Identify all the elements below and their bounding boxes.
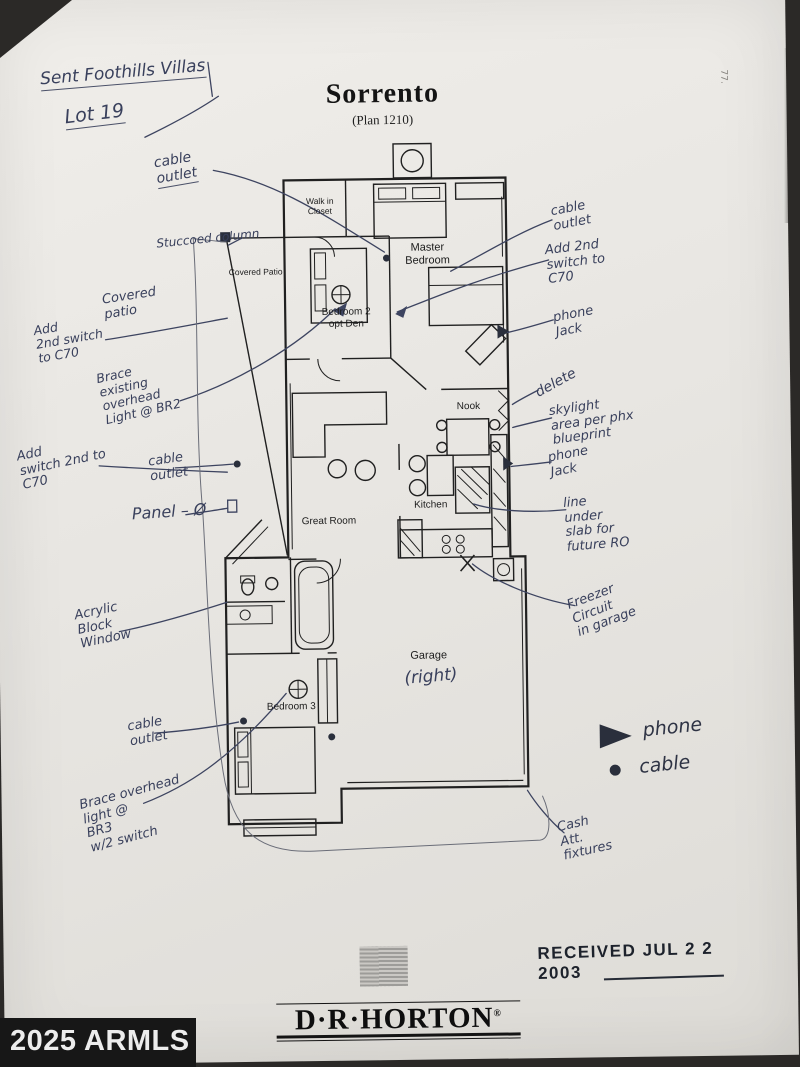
photo-edge-shadow [784,48,800,223]
interior-walls [224,142,525,837]
cable-outlet-icon [328,733,336,741]
electrical-symbols [220,232,632,776]
cable-outlet-icon [382,254,390,262]
room-label-bedroom2: Bedroom 2 opt Den [321,306,371,330]
watermark-text: 2025 ARMLS [10,1025,190,1057]
note-add-switch-master: Add 2nd switch to C70 [544,236,606,288]
note-line-under-slab: line under slab for future RO [562,494,631,555]
exterior-walls [224,176,530,826]
builder-logo: D·R·HORTON® [274,1000,522,1043]
note-cable-outlet-top: cable outlet [153,149,199,190]
logo-text: D·R·HORTON® [274,1001,522,1037]
room-label-garage: Garage [410,649,448,662]
column-marker-icon [220,232,231,243]
registered-mark: ® [493,1007,502,1020]
room-label-walk-in-closet: Walk in Closet [305,195,334,216]
plan-title: Sorrento [325,77,440,110]
cable-outlet-icon [233,460,241,468]
halftone-logo-mark [359,945,409,987]
annotation-arrowheads [333,302,408,318]
watermark-bar: 2025 ARMLS [0,1018,196,1067]
room-label-kitchen: Kitchen [413,499,448,511]
phone-jack-icon [497,324,510,339]
room-label-nook: Nook [456,400,481,413]
cable-outlet-icon [240,717,248,725]
page-artifact-text: 77. [718,69,729,84]
plan-subtitle: (Plan 1210) [352,111,414,128]
annotation-leader-lines [98,61,576,852]
room-label-great-room: Great Room [301,515,357,528]
room-label-master-bedroom: Master Bedroom [405,241,450,267]
note-cable-outlet-great-room: cable outlet [147,449,189,484]
photo-corner-shadow [0,0,72,58]
phone-jack-icon [503,456,514,471]
logo-name: D·R·HORTON [294,1001,494,1037]
cable-legend-icon [609,764,621,776]
phone-legend-icon [599,724,632,749]
room-label-covered-patio: Covered Patio [228,266,283,278]
room-label-bedroom3: Bedroom 3 [266,701,316,713]
